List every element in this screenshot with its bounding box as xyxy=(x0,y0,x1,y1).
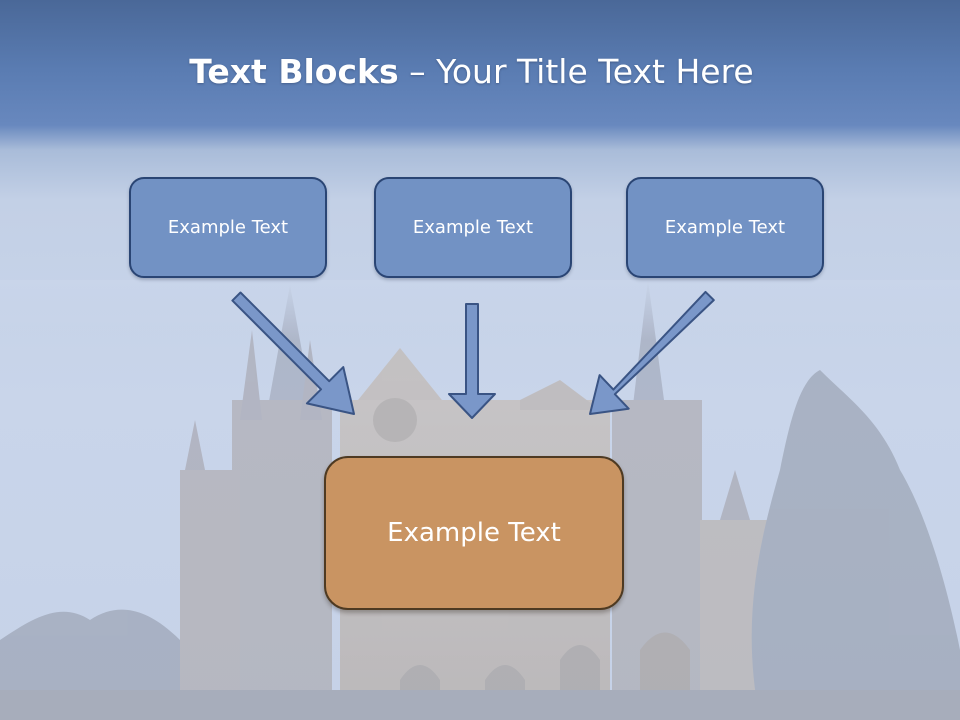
text-block-label: Example Text xyxy=(664,217,786,238)
text-block-label: Example Text xyxy=(167,217,289,238)
text-block-label: Example Text xyxy=(387,518,561,548)
title-bold-part: Text Blocks xyxy=(189,52,399,91)
text-block-top-left[interactable]: Example Text xyxy=(129,177,327,278)
text-block-center[interactable]: Example Text xyxy=(324,456,624,610)
text-block-label: Example Text xyxy=(412,217,534,238)
text-block-top-right[interactable]: Example Text xyxy=(626,177,824,278)
slide-title: Text Blocks – Your Title Text Here xyxy=(0,52,943,91)
title-rest-part: – Your Title Text Here xyxy=(398,52,754,91)
text-block-top-middle[interactable]: Example Text xyxy=(374,177,572,278)
